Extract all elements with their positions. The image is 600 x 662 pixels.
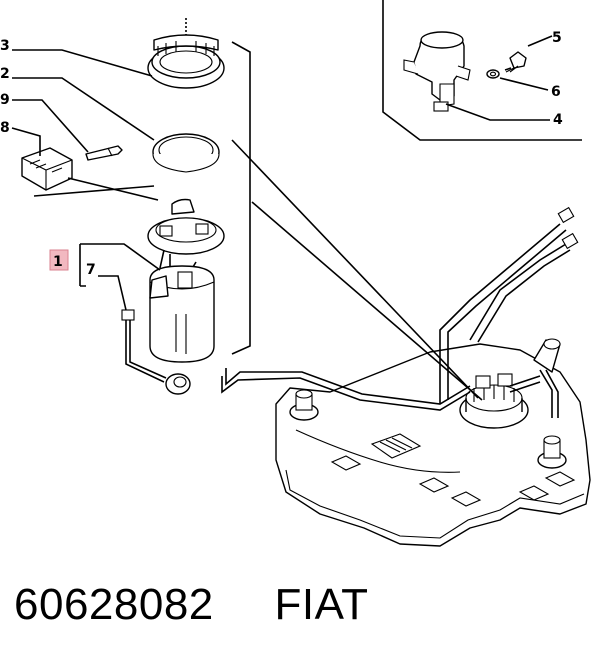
callout-6: 6 [551,84,561,100]
fuel-tank [221,206,591,547]
callout-8: 8 [0,120,10,136]
washer-part-6 [486,69,500,79]
part-info-footer: 60628082 FIAT [14,580,369,640]
callout-5: 5 [552,30,562,46]
brand-name: FIAT [274,580,369,629]
inset-box [382,0,582,141]
gasket-part-2 [152,133,220,173]
exploded-parts-diagram: 1 2 3 4 5 6 7 8 9 [0,0,591,547]
part-number: 60628082 [14,580,214,629]
ring-nut-part-3 [147,18,225,89]
callout-4: 4 [553,112,563,128]
callout-1: 1 [53,254,63,270]
callout-2: 2 [0,66,10,82]
callout-7: 7 [86,262,96,278]
callout-1-highlight [49,249,69,271]
clip-part-9 [85,145,123,161]
fuel-pump-module-part-1 [121,198,225,395]
connector-part-8 [21,147,73,191]
callout-3: 3 [0,38,10,54]
callout-9: 9 [0,92,10,108]
screw-part-5 [504,51,527,73]
solenoid-valve-part-4 [403,31,471,112]
